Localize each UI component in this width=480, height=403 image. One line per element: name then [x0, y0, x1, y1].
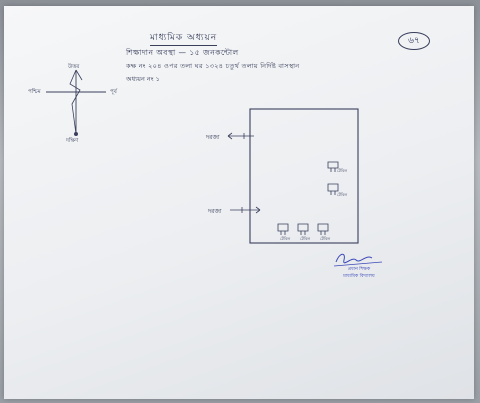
desk-label: টেবিল [320, 236, 331, 241]
desk-label: টেবিল [280, 236, 291, 241]
compass-west-label: পশ্চিম [28, 89, 41, 95]
door-top-label: দরজা [206, 134, 220, 141]
room-layout: দরজা দরজা টেবিল টেবিল টেবিল টেবিল টেবিল [200, 106, 390, 256]
stamp-line-2: মাধ্যমিক বিদ্যালয় [343, 274, 375, 279]
signature-scribble [333, 253, 383, 267]
desk-label: টেবিল [300, 236, 311, 241]
page-number: ৬৭ [398, 32, 430, 50]
compass-drawing [46, 69, 106, 136]
paper-sheet [4, 6, 474, 399]
compass-east-label: পূর্ব [110, 89, 117, 95]
compass-rose: উত্তর পশ্চিম পূর্ব দক্ষিণ [28, 64, 148, 148]
desk-label: টেবিল [337, 192, 348, 197]
desk-label: টেবিল [337, 168, 348, 173]
door-bottom-label: দরজা [208, 208, 222, 215]
note-line-1: শিক্ষাদান অবস্থা — ১৫ জনকন্টোল [126, 48, 239, 57]
note-line-3: অধ্যয়ন নং ১ [126, 75, 160, 83]
room-plan [227, 108, 359, 244]
page-heading: মাধ্যমিক অধ্যয়ন [150, 30, 218, 46]
compass-north-label: উত্তর [68, 64, 80, 70]
signature [322, 248, 394, 290]
compass-south-label: দক্ষিণ [66, 138, 79, 144]
stamp-line-1: প্রধান শিক্ষক [347, 267, 371, 272]
note-line-2: কক্ষ নং ২০৪ ওপর তলা ঘর ১৩২৪ চতুর্থ তলায়… [126, 62, 300, 70]
official-stamp: প্রধান শিক্ষক মাধ্যমিক বিদ্যালয় [326, 266, 392, 286]
